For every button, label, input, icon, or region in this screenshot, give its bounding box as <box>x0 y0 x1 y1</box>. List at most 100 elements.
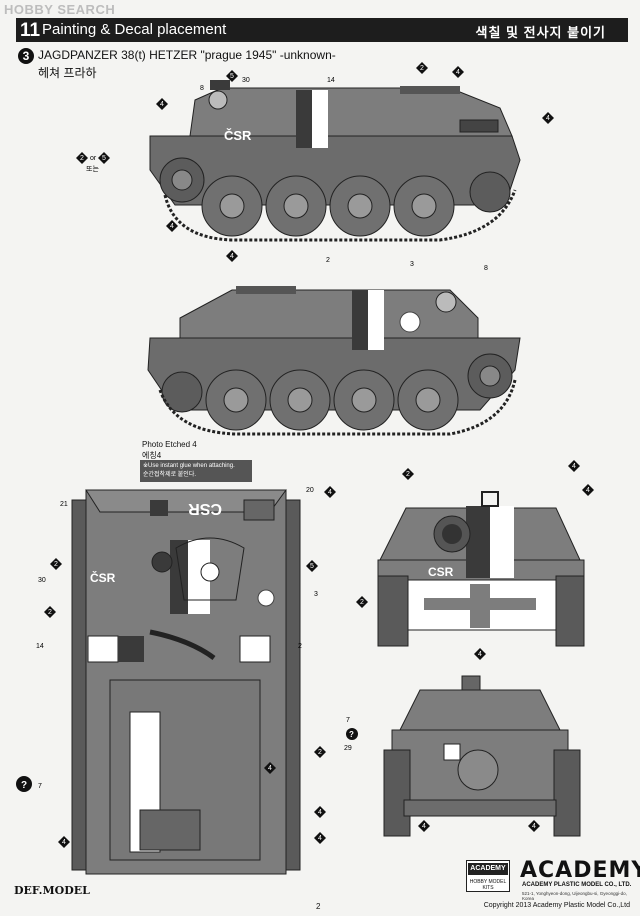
top-callout-5: 4 <box>264 762 276 774</box>
photo-etched-label: Photo Etched 4 <box>142 440 197 449</box>
svg-text:4: 4 <box>268 765 272 772</box>
svg-text:5: 5 <box>102 155 106 162</box>
svg-text:4: 4 <box>586 487 590 494</box>
svg-text:5: 5 <box>230 73 234 80</box>
academy-box-bottom: HOBBY MODEL KITS <box>469 879 507 891</box>
svg-text:4: 4 <box>318 835 322 842</box>
top-hull-text-side: ČSR <box>90 570 116 585</box>
svg-text:2: 2 <box>318 749 322 756</box>
svg-text:4: 4 <box>160 101 164 108</box>
vehicle-name-kr: 헤쳐 프라하 <box>38 66 97 80</box>
side1-decal-14: 14 <box>327 77 335 84</box>
photo-etched-label-kr: 에칭4 <box>142 451 162 460</box>
top-question-decal: ? 7 <box>16 776 42 792</box>
glue-note-kr: 순간접착제로 붙인다. <box>143 472 197 478</box>
side1-hull-text: ČSR <box>224 128 252 143</box>
section-title: Painting & Decal placement <box>42 21 227 38</box>
svg-text:4: 4 <box>422 823 426 830</box>
svg-text:2: 2 <box>360 599 364 606</box>
section-header: 11 Painting & Decal placement 색칠 및 전사지 붙… <box>16 18 628 42</box>
top-callout-2: 4 <box>324 486 336 498</box>
step-number: 3 <box>18 48 34 64</box>
front-callout-4: 2 <box>356 596 368 608</box>
svg-text:2: 2 <box>406 471 410 478</box>
top-callout-6: 2 <box>314 746 326 758</box>
svg-text:4: 4 <box>532 823 536 830</box>
academy-box-top: ACADEMY <box>468 863 508 875</box>
front-callout-2: 4 <box>568 460 580 472</box>
glue-note: ※Use instant glue when attaching. 순간접착제로… <box>140 460 252 482</box>
svg-text:or: or <box>90 155 97 162</box>
page-number: 2 <box>316 902 321 911</box>
svg-text:4: 4 <box>62 839 66 846</box>
front-hull-text: CSR <box>428 565 454 579</box>
copyright: Copyright 2013 Academy Plastic Model Co.… <box>483 902 630 909</box>
academy-company: ACADEMY PLASTIC MODEL CO., LTD. <box>522 882 632 888</box>
front-view-drawing <box>377 491 585 647</box>
svg-text:7: 7 <box>38 783 42 790</box>
side1-callout-top1: 5 <box>226 70 238 82</box>
side1-callout-top-right1: 2 <box>416 62 428 74</box>
svg-text:4: 4 <box>572 463 576 470</box>
section-title-kr: 색칠 및 전사지 붙이기 <box>475 25 606 40</box>
svg-text:4: 4 <box>456 69 460 76</box>
top-callout-7: 4 <box>314 806 326 818</box>
side2-decal-2: 2 <box>326 257 330 264</box>
side2-decal-8: 8 <box>484 265 488 272</box>
svg-text:4: 4 <box>318 809 322 816</box>
svg-text:4: 4 <box>230 253 234 260</box>
rear-question-decal: ? <box>346 728 358 740</box>
section-number: 11 <box>20 20 41 41</box>
top-decal-2: 2 <box>298 643 302 650</box>
side1-callout-right: 4 <box>542 112 554 124</box>
rear-decal-29: 29 <box>344 745 352 752</box>
svg-text:4: 4 <box>478 651 482 658</box>
svg-text:2: 2 <box>80 155 84 162</box>
side-view-right-drawing <box>147 286 521 436</box>
top-decal-3: 3 <box>314 591 318 598</box>
rear-callout-2: 4 <box>528 820 540 832</box>
top-view-drawing <box>71 489 301 875</box>
top-callout-1: 2 <box>50 558 62 570</box>
top-decal-14: 14 <box>36 643 44 650</box>
svg-text:?: ? <box>21 780 27 791</box>
svg-text:4: 4 <box>546 115 550 122</box>
front-callout-3: 4 <box>582 484 594 496</box>
top-callout-4: 2 <box>44 606 56 618</box>
side-view-left-drawing <box>149 80 521 242</box>
side1-callout-left: 4 <box>156 98 168 110</box>
rear-view-drawing <box>383 675 581 837</box>
top-callout-3: 5 <box>306 560 318 572</box>
svg-text:또는: 또는 <box>86 165 99 173</box>
side1-callout-top-right2: 4 <box>452 66 464 78</box>
svg-text:4: 4 <box>170 223 174 230</box>
side1-callout-bottom1: 4 <box>166 220 178 232</box>
svg-text:2: 2 <box>48 609 52 616</box>
academy-logo: ACADEMY <box>520 858 640 883</box>
academy-box-logo: ACADEMY HOBBY MODEL KITS <box>466 860 510 892</box>
svg-text:?: ? <box>349 730 354 739</box>
svg-text:2: 2 <box>54 561 58 568</box>
side1-either-label: 2 or 5 또는 <box>76 152 110 173</box>
side2-decal-3: 3 <box>410 261 414 268</box>
top-decal-21: 21 <box>60 501 68 508</box>
top-callout-8: 4 <box>314 832 326 844</box>
front-callout-5: 4 <box>474 648 486 660</box>
svg-text:4: 4 <box>328 489 332 496</box>
watermark: HOBBY SEARCH <box>4 2 116 17</box>
side1-callout-bottom2: 4 <box>226 250 238 262</box>
glue-note-en: ※Use instant glue when attaching. <box>143 463 235 469</box>
side1-decal-30: 30 <box>242 77 250 84</box>
rear-decal-7: 7 <box>346 717 350 724</box>
vehicle-name: JAGDPANZER 38(t) HETZER "prague 1945" -u… <box>38 48 336 62</box>
academy-address: 521-1, Yonghyeon-dong, Uijeongbu-si, Gye… <box>522 891 627 901</box>
top-decal-20: 20 <box>306 487 314 494</box>
svg-text:2: 2 <box>420 65 424 72</box>
rear-callout-1: 4 <box>418 820 430 832</box>
top-decal-30: 30 <box>38 577 46 584</box>
svg-text:5: 5 <box>310 563 314 570</box>
